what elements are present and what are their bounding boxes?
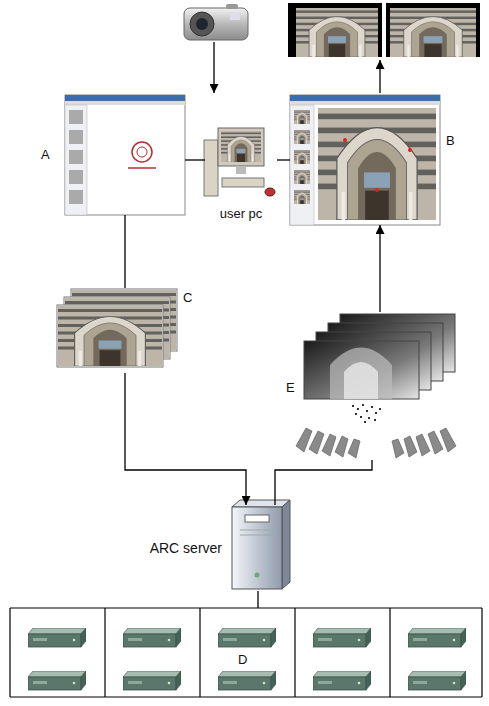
- figure-label: ARC server: [150, 541, 222, 556]
- connector: [185, 159, 205, 160]
- software-window: [65, 95, 185, 215]
- figure-node: ARC server: [230, 505, 286, 591]
- connector: [124, 215, 125, 288]
- figure-node: D: [10, 608, 482, 694]
- connector: [277, 159, 290, 160]
- figure-label: A: [41, 147, 50, 162]
- depth-maps: [304, 314, 455, 399]
- figure-label: user pc: [220, 206, 263, 221]
- cluster-nodes: [28, 628, 466, 690]
- output-arrow: [379, 60, 380, 93]
- figure-node: C: [55, 288, 180, 373]
- camera-arrow: [213, 42, 214, 93]
- point-cloud: [352, 404, 381, 423]
- camera-frustums: [296, 428, 456, 458]
- connector: [275, 460, 372, 505]
- camera: [184, 4, 248, 40]
- figure-label: D: [238, 652, 247, 667]
- connector: [257, 591, 258, 608]
- figure-label: E: [286, 380, 295, 395]
- connector: [125, 373, 246, 505]
- figure-node: E: [290, 312, 460, 460]
- figure-node: user pc: [205, 128, 277, 200]
- software-window: [290, 95, 440, 225]
- computer-icon: [204, 128, 275, 196]
- figure-label: B: [446, 133, 455, 148]
- figure-label: C: [183, 290, 192, 305]
- photo-stack: [57, 289, 177, 367]
- textured-model: [288, 3, 480, 57]
- figure-node: B: [290, 95, 440, 225]
- cluster-network: [10, 608, 482, 697]
- connector: [379, 225, 380, 312]
- server-tower: [232, 500, 290, 589]
- figure-node: A: [65, 95, 185, 215]
